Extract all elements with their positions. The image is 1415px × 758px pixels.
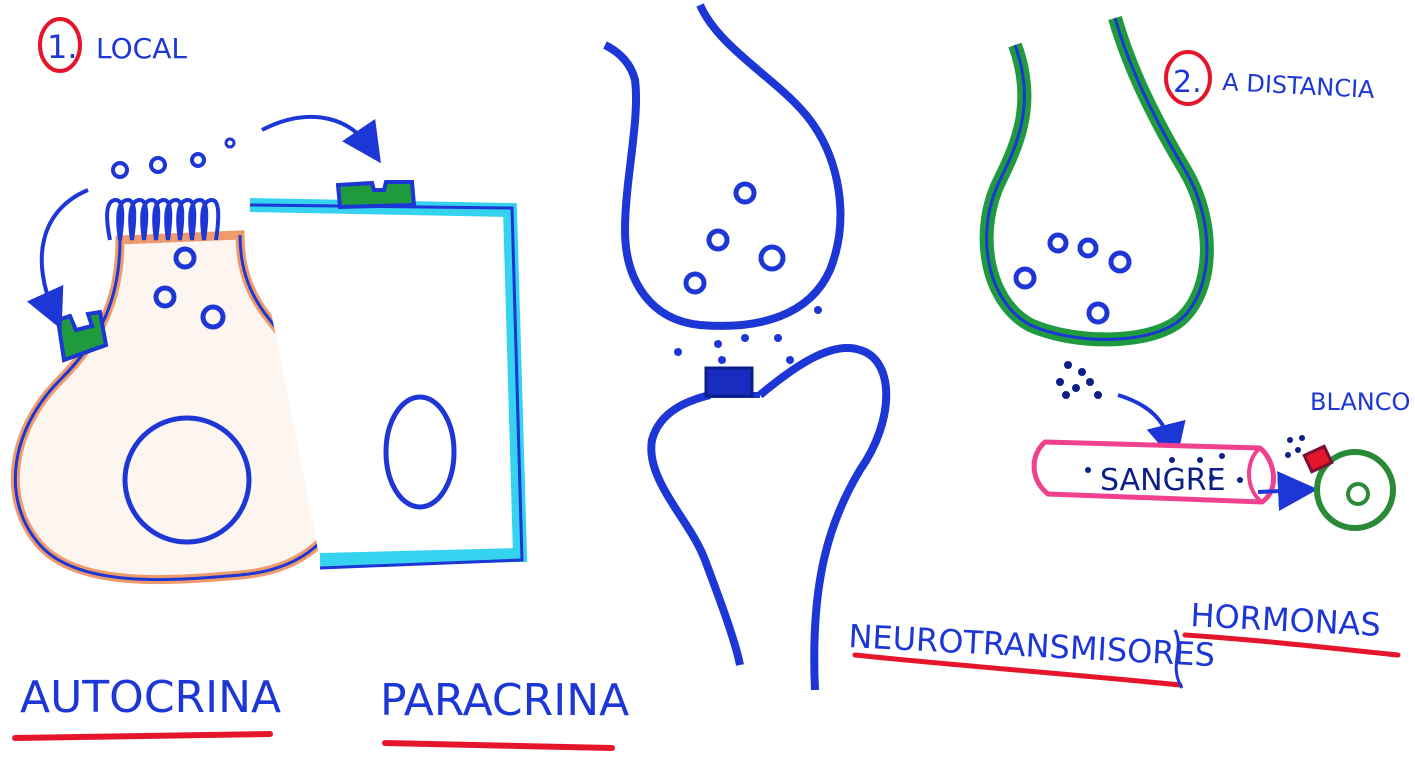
local-title: LOCAL: [96, 32, 187, 65]
secreted-hormones: [1056, 361, 1102, 399]
autocrina-underline: [15, 734, 270, 738]
target-cell: [1285, 435, 1393, 528]
hormone-arrow: [1118, 395, 1172, 448]
autocrine-arrow: [42, 190, 88, 315]
paracrine-receptor: [338, 182, 414, 207]
paracrina-label: PARACRINA: [380, 675, 629, 726]
presynaptic-neuron: [605, 5, 840, 326]
target-arrow: [1258, 490, 1302, 492]
synaptic-cleft-molecules: [674, 306, 822, 364]
secreted-molecules-local: [113, 139, 234, 177]
blanco-label: BLANCO: [1310, 388, 1410, 416]
local-number: 1.: [47, 28, 78, 66]
target-nucleus: [1348, 484, 1368, 504]
section-local-heading: 1. LOCAL: [40, 19, 187, 71]
distance-title: A DISTANCIA: [1222, 68, 1376, 104]
blood-vessel: SANGRE: [1034, 442, 1273, 502]
sangre-label: SANGRE: [1100, 463, 1226, 498]
distance-number: 2.: [1173, 65, 1202, 100]
neurotransmisores-label: NEUROTRANSMISORES: [848, 617, 1216, 674]
paracrina-underline: [385, 743, 612, 748]
paracrine-arrow: [262, 117, 372, 150]
section-distance-heading: 2. A DISTANCIA: [1166, 52, 1376, 104]
autocrina-label: AUTOCRINA: [20, 672, 281, 723]
postsynaptic-receptor: [706, 368, 752, 396]
